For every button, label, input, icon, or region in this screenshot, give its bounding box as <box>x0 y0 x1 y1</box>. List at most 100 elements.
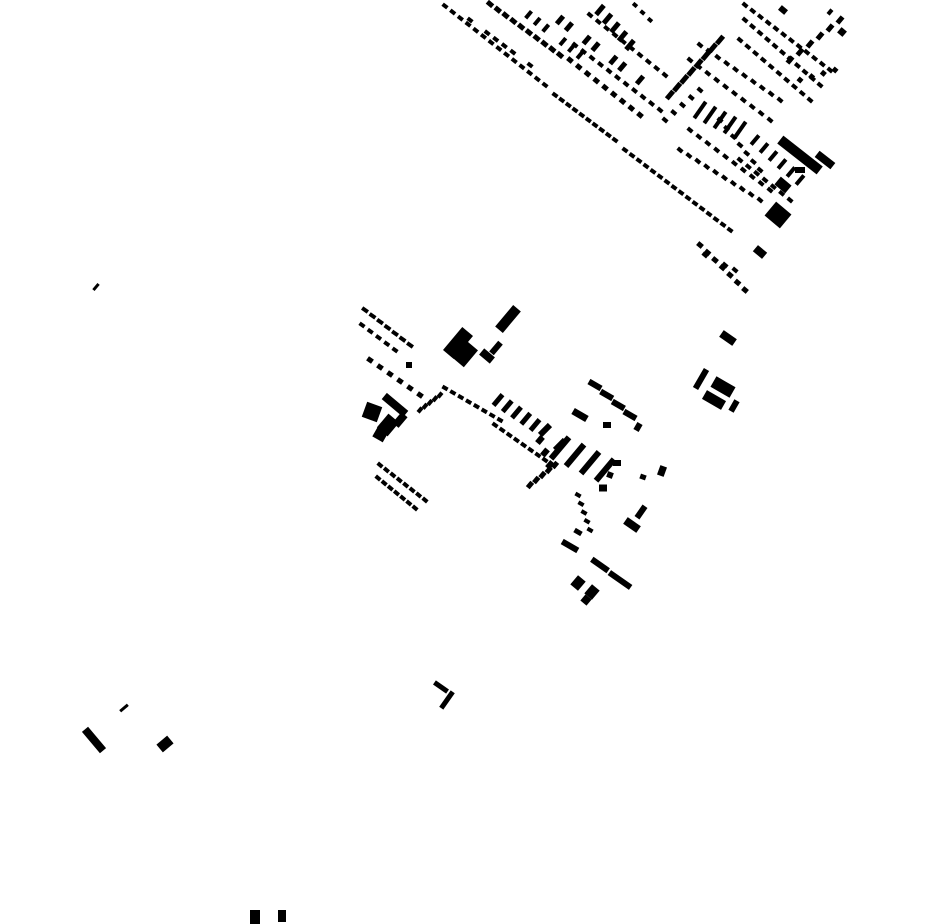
building <box>713 146 721 154</box>
building <box>685 152 693 160</box>
building <box>721 261 729 269</box>
building <box>391 346 399 354</box>
building <box>729 179 737 187</box>
building <box>457 393 465 401</box>
building <box>743 149 751 157</box>
building <box>537 422 553 438</box>
building <box>711 168 720 176</box>
building <box>801 68 809 76</box>
building <box>563 21 575 33</box>
building <box>580 509 588 516</box>
building <box>586 11 594 19</box>
building <box>411 504 419 512</box>
building <box>657 465 667 477</box>
building <box>756 29 764 37</box>
building <box>524 9 533 20</box>
building <box>636 51 644 59</box>
building <box>421 402 429 410</box>
building <box>703 248 712 257</box>
building <box>566 56 574 64</box>
building <box>694 157 702 165</box>
building <box>396 377 404 385</box>
building <box>464 20 472 28</box>
building <box>383 340 391 348</box>
building <box>837 27 847 37</box>
building <box>599 484 607 492</box>
building <box>489 340 503 356</box>
building <box>594 18 602 26</box>
building <box>618 97 627 106</box>
building <box>639 93 647 101</box>
building <box>374 474 382 482</box>
building <box>381 392 409 418</box>
building <box>696 41 704 49</box>
building <box>603 422 611 428</box>
building <box>611 136 619 144</box>
building <box>672 81 683 93</box>
building <box>491 421 499 429</box>
building <box>814 150 836 170</box>
building <box>601 12 614 25</box>
building <box>374 334 383 341</box>
building <box>436 391 444 399</box>
building <box>380 479 388 487</box>
building <box>716 116 724 124</box>
building <box>376 461 384 469</box>
building <box>386 484 394 492</box>
building <box>590 556 610 574</box>
building <box>426 398 434 407</box>
building <box>631 1 639 9</box>
building <box>726 226 734 234</box>
building <box>439 690 455 710</box>
building <box>661 116 669 124</box>
building <box>757 179 765 187</box>
building <box>416 406 424 414</box>
buildings-layer <box>81 0 847 924</box>
building <box>758 84 766 92</box>
building <box>700 50 711 62</box>
building <box>810 54 819 62</box>
building <box>119 703 129 713</box>
building <box>795 167 805 173</box>
building <box>642 162 650 170</box>
building <box>528 418 542 432</box>
building <box>526 61 534 69</box>
building <box>751 49 760 57</box>
building <box>744 43 752 51</box>
building <box>156 735 174 753</box>
building <box>714 53 722 61</box>
building <box>527 446 535 454</box>
building <box>571 106 579 114</box>
building <box>710 376 736 398</box>
building <box>831 66 839 74</box>
building <box>81 726 107 754</box>
building <box>450 338 478 368</box>
building <box>591 121 599 129</box>
building <box>644 58 652 66</box>
building <box>747 190 755 198</box>
building <box>607 570 633 590</box>
building <box>732 120 748 140</box>
building <box>692 367 710 391</box>
building <box>601 83 609 92</box>
building <box>580 594 592 606</box>
building <box>711 256 719 264</box>
building <box>609 90 618 99</box>
building <box>622 408 638 422</box>
building <box>498 426 506 434</box>
building <box>501 11 510 20</box>
building <box>623 517 641 533</box>
building <box>383 323 392 332</box>
building <box>583 518 591 525</box>
building <box>502 51 511 59</box>
building <box>692 100 708 120</box>
building <box>586 526 594 534</box>
building <box>749 78 757 86</box>
building <box>785 55 795 65</box>
building <box>757 109 765 117</box>
building <box>532 16 542 27</box>
building <box>584 584 600 600</box>
building <box>759 56 767 64</box>
building <box>545 460 555 470</box>
building <box>509 16 518 26</box>
